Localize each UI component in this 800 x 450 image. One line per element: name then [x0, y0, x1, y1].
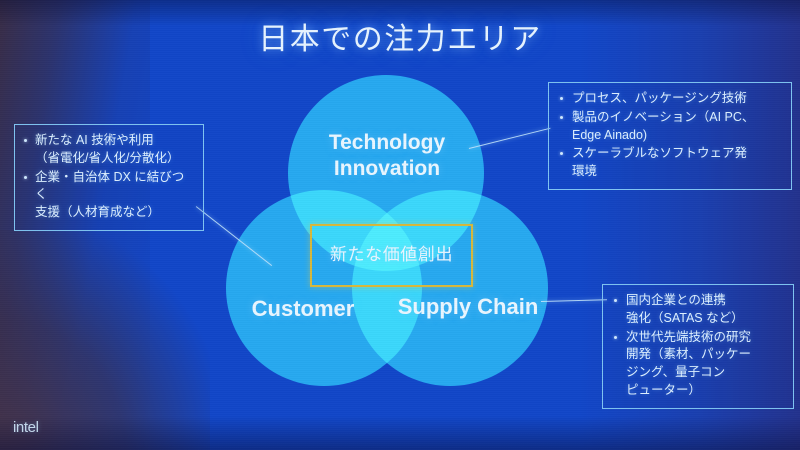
- slide-title: 日本での注力エリア: [258, 23, 542, 56]
- background-right-edge-shadow: [580, 0, 800, 450]
- callout-top-right-technology: プロセス、パッケージング技術 製品のイノベーション（AI PC、 Edge Ai…: [548, 82, 792, 190]
- background-bottom-left-shadow: [0, 230, 210, 450]
- intel-logo: intel: [13, 419, 39, 436]
- venn-circle-supply-chain: [352, 190, 548, 386]
- callout-bottom-right-item-1: 国内企業との連携 強化（SATAS など）: [609, 292, 785, 328]
- center-highlight-box: [310, 224, 473, 287]
- background-top-shade: [0, 0, 800, 26]
- venn-label-technology-line2: Innovation: [333, 156, 441, 180]
- callout-bottom-right-list: 国内企業との連携 強化（SATAS など） 次世代先端技術の研究 開発（素材、パ…: [609, 292, 785, 400]
- callout-left-customer: 新たな AI 技術や利用 （省電化/省人化/分散化） 企業・自治体 DX に結び…: [14, 124, 204, 231]
- callout-top-right-item-2: 製品のイノベーション（AI PC、 Edge Ainado): [555, 109, 783, 145]
- venn-label-supply-chain: Supply Chain: [397, 294, 539, 319]
- callout-left-list: 新たな AI 技術や利用 （省電化/省人化/分散化） 企業・自治体 DX に結び…: [21, 132, 195, 222]
- callout-bottom-right-item-2: 次世代先端技術の研究 開発（素材、パッケー ジング、量子コン ピューター）: [609, 329, 785, 400]
- venn-label-customer: Customer: [251, 296, 355, 321]
- callout-top-right-item-3: スケーラブルなソフトウェア発 環境: [555, 145, 783, 181]
- callout-top-right-item-1: プロセス、パッケージング技術: [555, 90, 783, 108]
- callout-left-item-1: 新たな AI 技術や利用 （省電化/省人化/分散化）: [21, 132, 195, 168]
- callout-bottom-right-supply-chain: 国内企業との連携 強化（SATAS など） 次世代先端技術の研究 開発（素材、パ…: [602, 284, 794, 409]
- venn-label-technology: Technology Innovation: [298, 130, 476, 181]
- callout-top-right-list: プロセス、パッケージング技術 製品のイノベーション（AI PC、 Edge Ai…: [555, 90, 783, 181]
- background-bottom-shade: [0, 416, 800, 450]
- center-highlight-label: 新たな価値創出: [329, 245, 454, 264]
- callout-left-item-2: 企業・自治体 DX に結びつく 支援（人材育成など）: [21, 169, 195, 222]
- venn-label-technology-line1: Technology: [328, 131, 446, 154]
